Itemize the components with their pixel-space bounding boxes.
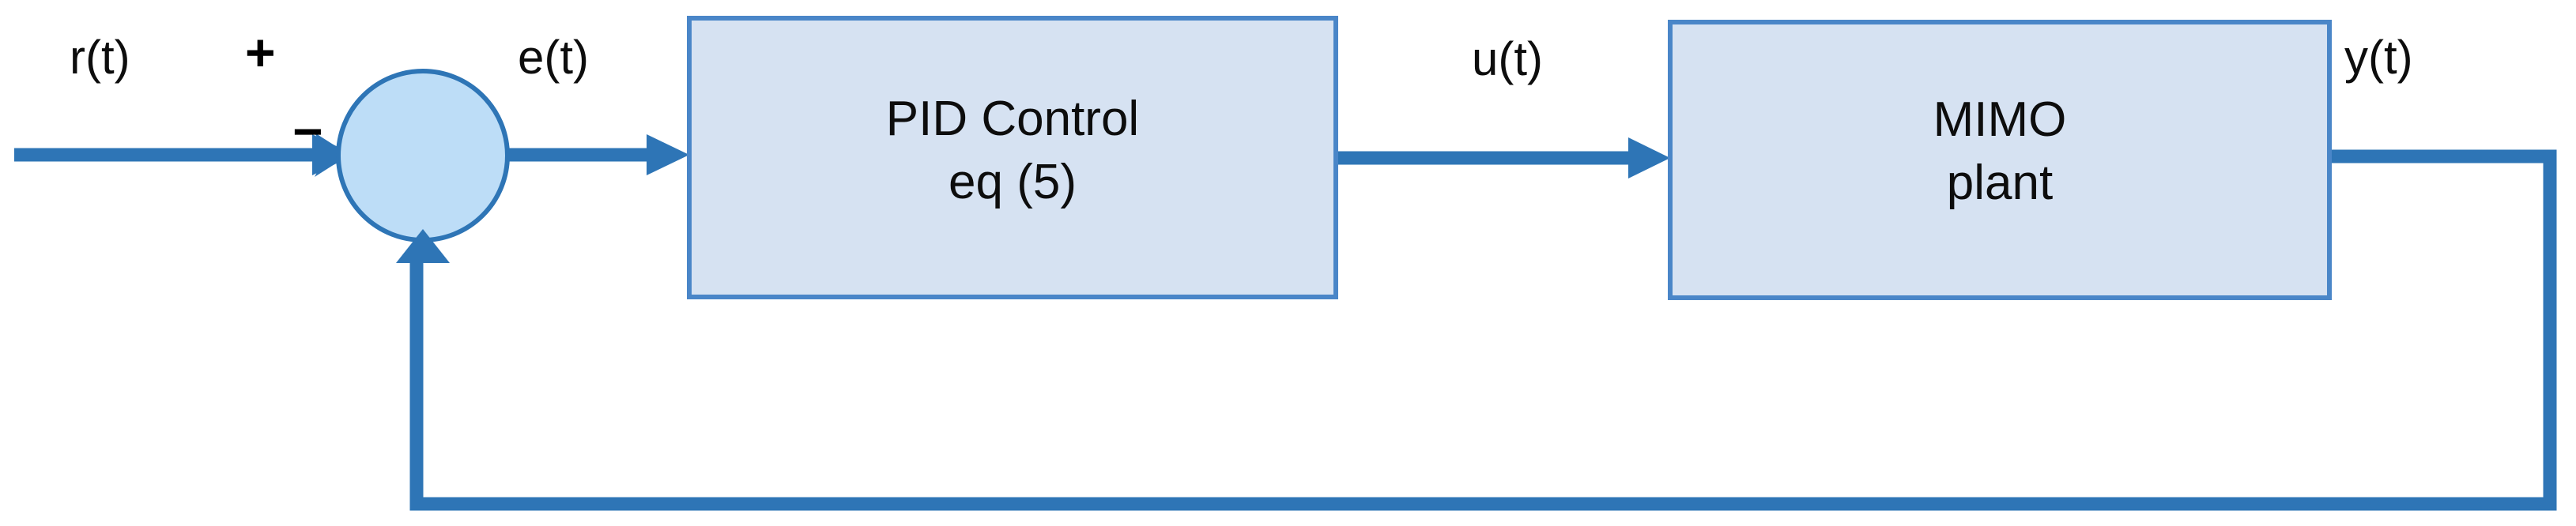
signal-label-y: y(t)	[2344, 31, 2413, 84]
error-signal-arrow	[507, 134, 689, 175]
pid-control-block[interactable]: PID Control eq (5)	[689, 18, 1336, 297]
mimo-plant-line-1: MIMO	[1933, 92, 2067, 147]
mimo-plant-block[interactable]: MIMO plant	[1670, 22, 2329, 298]
plus-sign-label: +	[245, 23, 276, 81]
feedback-path	[396, 149, 2557, 511]
signal-label-r: r(t)	[70, 31, 130, 84]
pid-control-block-rect	[687, 16, 1338, 299]
control-signal-arrow	[1336, 137, 1670, 178]
signal-label-u: u(t)	[1472, 32, 1543, 85]
pid-control-line-2: eq (5)	[949, 155, 1077, 209]
mimo-plant-line-2: plant	[1946, 156, 2054, 210]
minus-sign-label: −	[292, 102, 323, 160]
reference-input-arrow	[14, 133, 354, 177]
mimo-plant-block-rect	[1668, 20, 2332, 300]
pid-control-line-1: PID Control	[885, 92, 1140, 146]
summing-junction-circle	[336, 69, 510, 242]
signal-label-e: e(t)	[518, 31, 589, 84]
